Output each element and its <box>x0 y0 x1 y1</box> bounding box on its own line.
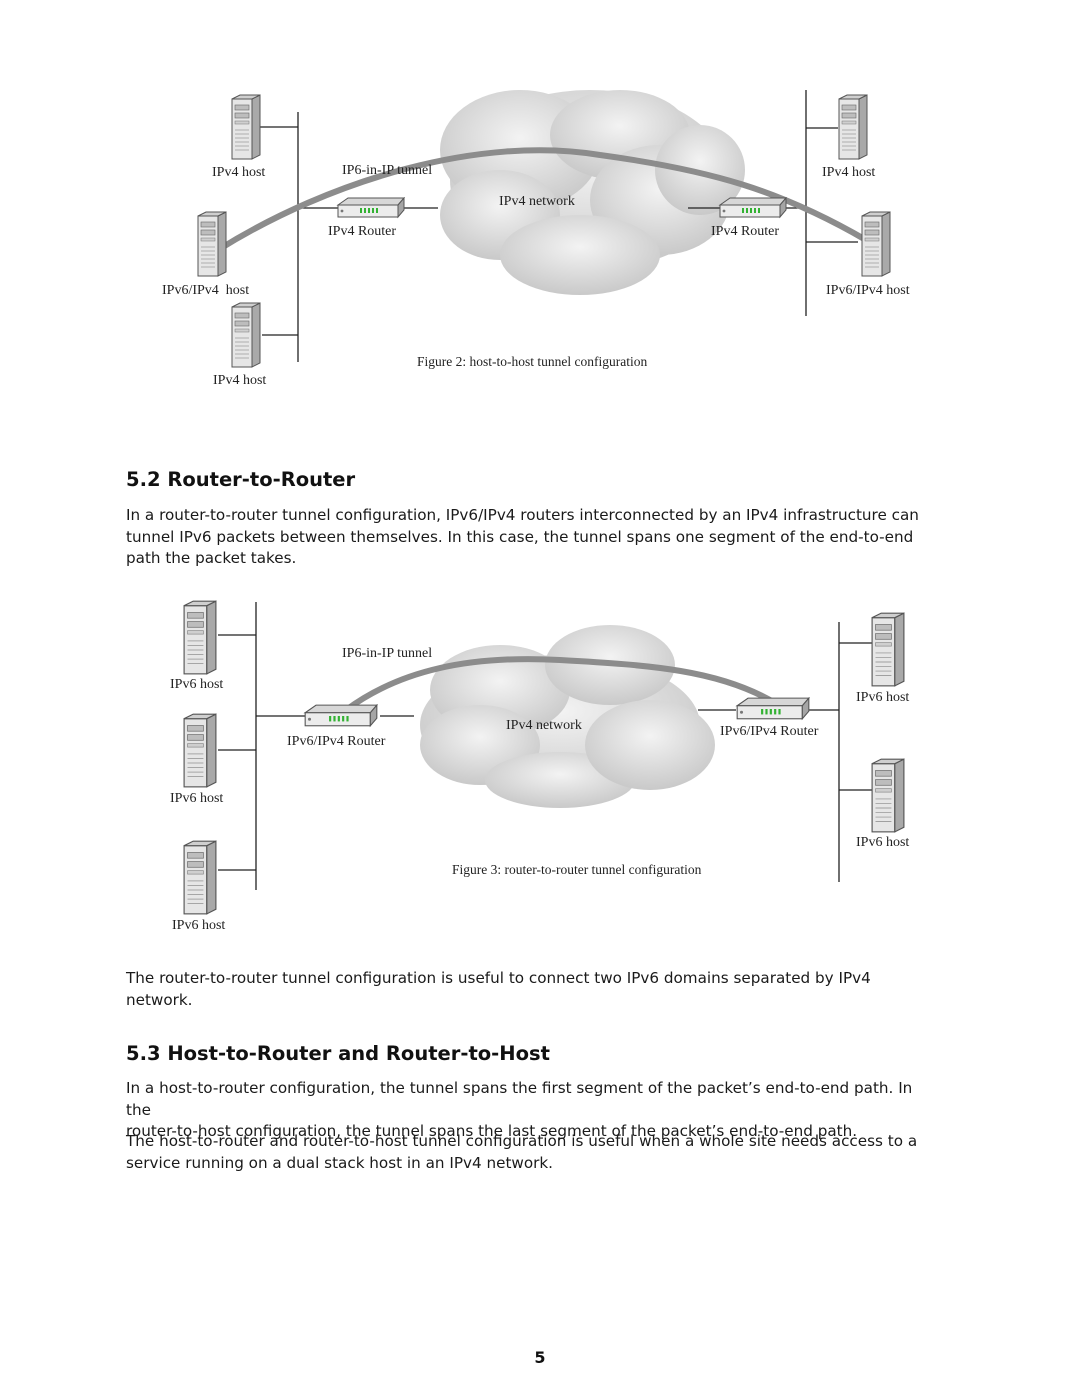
section-5-3-heading: 5.3 Host-to-Router and Router-to-Host <box>126 1042 550 1065</box>
right-router-icon <box>736 697 810 720</box>
right-host-1-icon <box>871 612 905 687</box>
left-lan-lines <box>260 112 338 362</box>
right-router-label: IPv6/IPv4 Router <box>720 724 819 739</box>
tunnel-label: IP6-in-IP tunnel <box>342 646 432 661</box>
text-line: The host-to-router and router-to-host tu… <box>126 1132 918 1150</box>
left-lan-lines <box>218 602 305 890</box>
ipv4-network-cloud <box>420 625 715 808</box>
figure-2-diagram: IPv4 host IPv6/IPv4 host IPv4 host IP6-i… <box>162 90 910 388</box>
left-host-1-icon <box>183 600 217 675</box>
network-label: IPv4 network <box>506 718 582 733</box>
right-host-1-label: IPv6 host <box>856 690 909 705</box>
text-line: In a router-to-router tunnel configurati… <box>126 506 919 524</box>
left-top-host-label: IPv4 host <box>212 165 265 180</box>
right-router-icon <box>719 197 787 218</box>
left-bottom-host-label: IPv4 host <box>213 373 266 388</box>
right-mid-host-label: IPv6/IPv4 host <box>826 283 910 298</box>
right-mid-host-icon <box>861 211 891 277</box>
right-top-host-icon <box>838 94 868 160</box>
text-line: path the packet takes. <box>126 549 297 567</box>
left-router-icon <box>304 704 378 727</box>
right-host-2-label: IPv6 host <box>856 835 909 850</box>
figure-2-caption: Figure 2: host-to-host tunnel configurat… <box>417 354 647 369</box>
network-label: IPv4 network <box>499 194 575 209</box>
left-router-label: IPv6/IPv4 Router <box>287 734 386 749</box>
left-host-2-icon <box>183 713 217 788</box>
ipv4-network-cloud <box>440 90 745 295</box>
left-bottom-host-icon <box>231 302 261 368</box>
section-5-3-paragraph-2: The host-to-router and router-to-host tu… <box>126 1131 926 1174</box>
section-5-2-paragraph: In a router-to-router tunnel configurati… <box>126 505 926 570</box>
text-line: router-to-host configuration, the tunnel… <box>126 1122 858 1140</box>
right-router-label: IPv4 Router <box>711 224 779 239</box>
left-top-host-icon <box>231 94 261 160</box>
figure-3-diagram: IPv6 host IPv6 host IPv6 host IP6-in-IP … <box>170 600 909 933</box>
section-5-3-paragraph-1: In a host-to-router configuration, the t… <box>126 1078 926 1143</box>
right-top-host-label: IPv4 host <box>822 165 875 180</box>
tunnel-arc <box>215 147 869 253</box>
text-line: service running on a dual stack host in … <box>126 1153 553 1172</box>
left-host-2-label: IPv6 host <box>170 791 223 806</box>
left-mid-host-icon <box>197 211 227 277</box>
text-line: In a host-to-router configuration, the t… <box>126 1079 913 1119</box>
figure-3-caption: Figure 3: router-to-router tunnel config… <box>452 862 702 877</box>
left-host-1-label: IPv6 host <box>170 677 223 692</box>
right-lan-lines <box>807 622 872 882</box>
right-host-2-icon <box>871 758 905 833</box>
figure-3-follow-paragraph: The router-to-router tunnel configuratio… <box>126 968 926 1011</box>
text-line: tunnel IPv6 packets between themselves. … <box>126 527 914 546</box>
router-to-cloud-lines <box>380 709 736 717</box>
left-mid-host-label: IPv6/IPv4 host <box>162 283 249 298</box>
text-line: network. <box>126 990 193 1009</box>
left-host-3-label: IPv6 host <box>172 918 225 933</box>
page-number: 5 <box>534 1348 546 1367</box>
left-router-label: IPv4 Router <box>328 224 396 239</box>
tunnel-arc <box>343 656 778 713</box>
text-line: The router-to-router tunnel configuratio… <box>126 969 871 987</box>
section-5-2-heading: 5.2 Router-to-Router <box>126 468 356 491</box>
left-host-3-icon <box>183 840 217 915</box>
left-router-icon <box>337 197 405 218</box>
tunnel-label: IP6-in-IP tunnel <box>342 163 432 178</box>
